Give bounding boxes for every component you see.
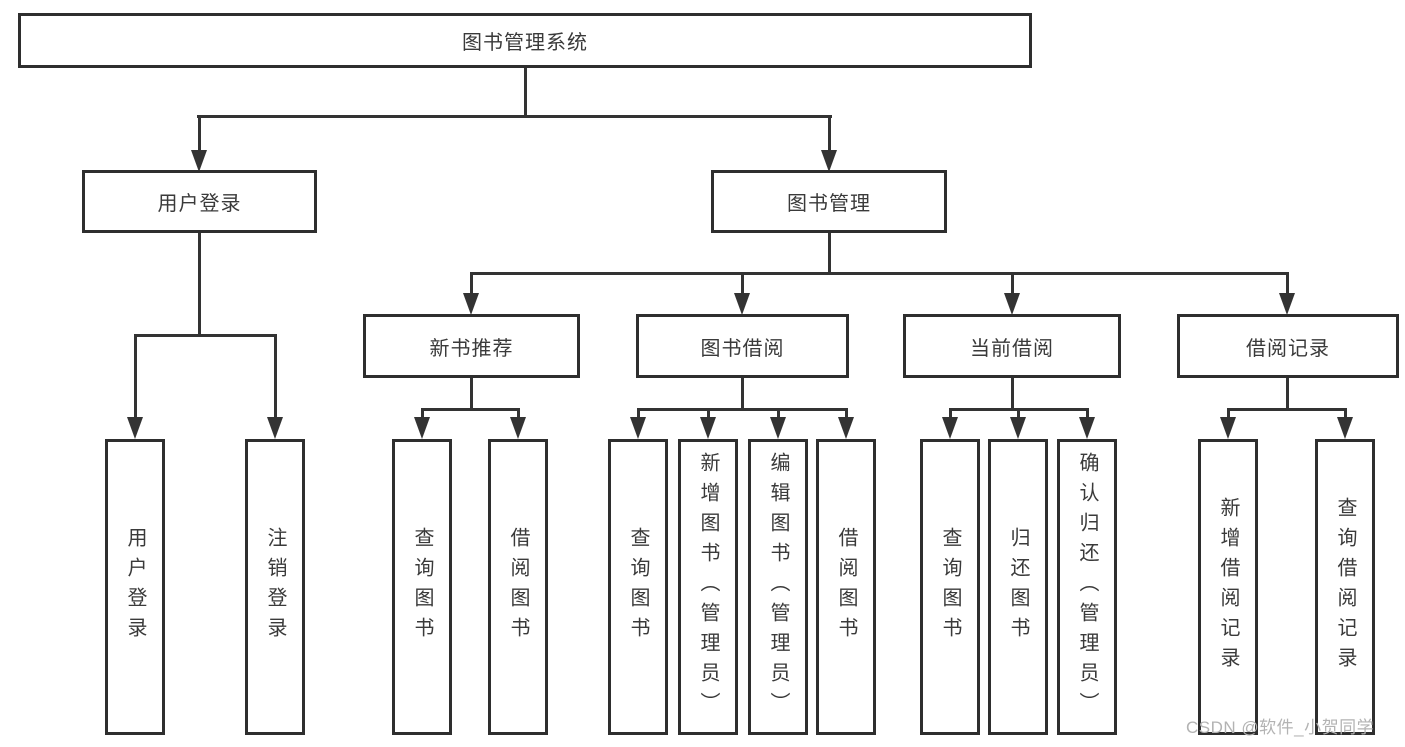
connector-line [470,378,473,410]
connector-line [524,68,527,117]
node-user-login: 用户登录 [82,170,317,233]
leaf-borrow-books-1-label: 借阅图书 [507,527,529,647]
connector-line [949,408,952,419]
arrowhead-down [942,417,958,439]
connector-line [198,233,201,336]
arrowhead-down [191,150,207,172]
arrowhead-down [1220,417,1236,439]
node-current-borrow: 当前借阅 [903,314,1121,378]
connector-line [637,408,847,411]
arrowhead-down [1337,417,1353,439]
leaf-query-books-2: 查询图书 [608,439,668,735]
node-book-borrow: 图书借阅 [636,314,849,378]
connector-line [1086,408,1089,419]
arrowhead-down [1079,417,1095,439]
connector-line [637,408,640,419]
leaf-confirm-return-admin: 确认归还（管理员） [1057,439,1117,735]
leaf-add-book-admin: 新增图书（管理员） [678,439,738,735]
connector-line [1286,378,1289,410]
connector-line [421,408,520,411]
leaf-confirm-return-admin-label: 确认归还（管理员） [1076,452,1098,722]
connector-line [197,115,832,118]
arrowhead-down [463,293,479,315]
csdn-watermark: CSDN @软件_小贺同学 [1186,718,1375,737]
arrowhead-down [127,417,143,439]
connector-line [1017,408,1020,419]
connector-line [1227,408,1346,411]
connector-line [1227,408,1230,419]
leaf-query-books-1-label: 查询图书 [411,527,433,647]
leaf-query-borrow-record: 查询借阅记录 [1315,439,1375,735]
arrowhead-down [414,417,430,439]
leaf-return-books-label: 归还图书 [1007,527,1029,647]
connector-line [421,408,424,419]
leaf-edit-book-admin: 编辑图书（管理员） [748,439,808,735]
leaf-user-login: 用户登录 [105,439,165,735]
connector-line [134,334,137,419]
arrowhead-down [630,417,646,439]
leaf-query-books-2-label: 查询图书 [627,527,649,647]
connector-line [741,378,744,410]
connector-line [470,272,473,296]
arrowhead-down [734,293,750,315]
connector-line [134,334,277,337]
connector-line [777,408,780,419]
node-borrow-record: 借阅记录 [1177,314,1399,378]
connector-line [707,408,710,419]
leaf-add-book-admin-label: 新增图书（管理员） [697,452,719,722]
leaf-borrow-books-2-label: 借阅图书 [835,527,857,647]
arrowhead-down [1279,293,1295,315]
leaf-return-books: 归还图书 [988,439,1048,735]
leaf-add-borrow-record: 新增借阅记录 [1198,439,1258,735]
arrowhead-down [838,417,854,439]
leaf-user-login-label: 用户登录 [124,527,146,647]
arrowhead-down [1004,293,1020,315]
connector-line [1011,272,1014,296]
node-new-book-recommend: 新书推荐 [363,314,580,378]
leaf-logout: 注销登录 [245,439,305,735]
arrowhead-down [267,417,283,439]
leaf-query-books-1: 查询图书 [392,439,452,735]
leaf-query-books-3: 查询图书 [920,439,980,735]
connector-line [828,233,831,274]
connector-line [274,334,277,419]
connector-line [198,115,201,152]
leaf-borrow-books-1: 借阅图书 [488,439,548,735]
arrowhead-down [821,150,837,172]
arrowhead-down [770,417,786,439]
arrowhead-down [1010,417,1026,439]
leaf-add-borrow-record-label: 新增借阅记录 [1217,497,1239,677]
leaf-logout-label: 注销登录 [264,527,286,647]
connector-line [1344,408,1347,419]
leaf-query-books-3-label: 查询图书 [939,527,961,647]
connector-line [517,408,520,419]
connector-line [1286,272,1289,296]
leaf-query-borrow-record-label: 查询借阅记录 [1334,497,1356,677]
connector-line [741,272,744,296]
connector-line [828,115,831,152]
leaf-borrow-books-2: 借阅图书 [816,439,876,735]
arrowhead-down [510,417,526,439]
connector-line [845,408,848,419]
node-book-management: 图书管理 [711,170,947,233]
arrowhead-down [700,417,716,439]
node-root: 图书管理系统 [18,13,1032,68]
connector-line [470,272,1288,275]
leaf-edit-book-admin-label: 编辑图书（管理员） [767,452,789,722]
connector-line [1011,378,1014,410]
